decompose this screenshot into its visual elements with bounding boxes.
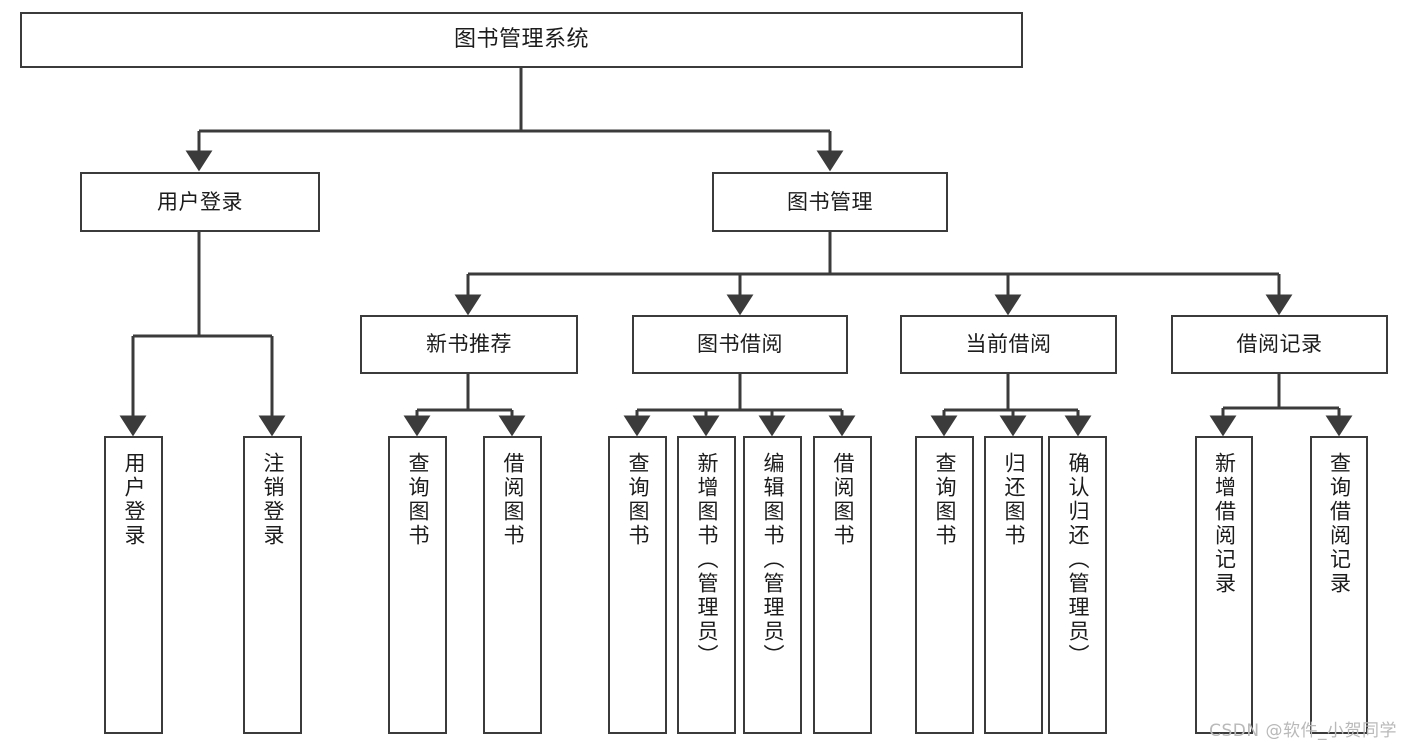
leaf-add-book[interactable]: 新增图书（管理员） <box>677 436 736 734</box>
node-current-borrow[interactable]: 当前借阅 <box>900 315 1117 374</box>
node-label: 图书管理系统 <box>453 27 589 53</box>
node-book-manage[interactable]: 图书管理 <box>712 172 948 232</box>
leaf-confirm-return[interactable]: 确认归还（管理员） <box>1048 436 1107 734</box>
node-label: 编辑图书（管理员） <box>761 452 785 668</box>
node-label: 查询图书 <box>406 452 430 548</box>
leaf-logout-login[interactable]: 注销登录 <box>243 436 302 734</box>
node-label: 图书管理 <box>787 189 873 214</box>
leaf-borrow-book-1[interactable]: 借阅图书 <box>483 436 542 734</box>
node-label: 确认归还（管理员） <box>1066 452 1090 668</box>
node-label: 新增图书（管理员） <box>695 452 719 668</box>
node-label: 借阅图书 <box>831 452 855 548</box>
node-book-borrow[interactable]: 图书借阅 <box>632 315 848 374</box>
node-label: 查询图书 <box>626 452 650 548</box>
node-label: 注销登录 <box>261 452 285 548</box>
node-label: 当前借阅 <box>965 332 1052 357</box>
node-label: 查询借阅记录 <box>1327 452 1352 596</box>
node-label: 归还图书 <box>1002 452 1026 548</box>
watermark-text: CSDN @软件_小贺同学 <box>1209 721 1397 741</box>
node-label: 新书推荐 <box>426 332 512 357</box>
node-label: 借阅记录 <box>1236 332 1323 357</box>
node-borrow-record[interactable]: 借阅记录 <box>1171 315 1388 374</box>
node-label: 借阅图书 <box>501 452 525 548</box>
node-user-login[interactable]: 用户登录 <box>80 172 320 232</box>
node-label: 新增借阅记录 <box>1212 452 1237 596</box>
node-root-system[interactable]: 图书管理系统 <box>20 12 1023 68</box>
node-label: 图书借阅 <box>697 332 783 357</box>
leaf-query-book-3[interactable]: 查询图书 <box>915 436 974 734</box>
node-new-book-recommend[interactable]: 新书推荐 <box>360 315 578 374</box>
leaf-edit-book[interactable]: 编辑图书（管理员） <box>743 436 802 734</box>
node-label: 用户登录 <box>122 452 146 548</box>
leaf-query-book-2[interactable]: 查询图书 <box>608 436 667 734</box>
leaf-borrow-book-2[interactable]: 借阅图书 <box>813 436 872 734</box>
node-label: 查询图书 <box>933 452 957 548</box>
leaf-query-book-1[interactable]: 查询图书 <box>388 436 447 734</box>
leaf-add-record[interactable]: 新增借阅记录 <box>1195 436 1253 734</box>
leaf-return-book[interactable]: 归还图书 <box>984 436 1043 734</box>
node-label: 用户登录 <box>157 189 243 214</box>
leaf-user-login[interactable]: 用户登录 <box>104 436 163 734</box>
leaf-query-record[interactable]: 查询借阅记录 <box>1310 436 1368 734</box>
